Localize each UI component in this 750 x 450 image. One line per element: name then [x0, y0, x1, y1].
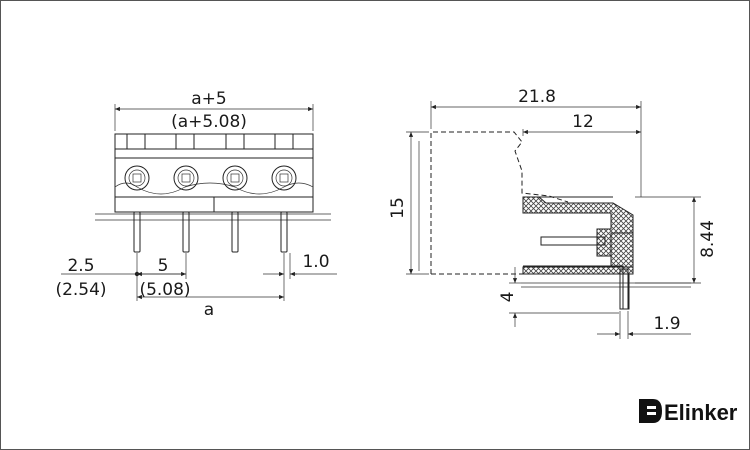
side-view: 21.8 12 15 8.44 4 1.9 — [388, 87, 718, 339]
connector-housing — [114, 133, 314, 213]
screw-2 — [173, 165, 199, 191]
dim-housing-length: 12 — [572, 112, 594, 132]
dim-pitch-alt: (5.08) — [139, 280, 190, 300]
dim-pin-thickness: 1.9 — [653, 314, 680, 334]
screw-4 — [271, 165, 297, 191]
elinker-logo-icon — [639, 399, 662, 423]
header-housing-section — [522, 196, 634, 275]
screw-3 — [222, 165, 248, 191]
side-pin — [523, 236, 630, 310]
dim-pin-below: 4 — [498, 292, 518, 303]
brand-logo: Elinker — [639, 399, 738, 425]
dim-span: a — [204, 300, 214, 320]
brand-name: Elinker — [664, 400, 738, 425]
dim-overall-width: a+5 — [191, 89, 226, 109]
dim-pin-height: 8.44 — [698, 220, 718, 258]
pins — [133, 211, 288, 253]
dim-height: 15 — [388, 197, 408, 219]
dim-edge-offset-alt: (2.54) — [55, 280, 106, 300]
dim-pin-width: 1.0 — [302, 252, 329, 272]
dim-pitch: 5 — [158, 256, 169, 276]
plug-outline — [430, 131, 569, 274]
front-view: a+5 (a+5.08) 2.5 (2.54) 5 (5.08) 1.0 a — [55, 89, 337, 320]
dim-total-length: 21.8 — [518, 87, 556, 107]
dim-edge-offset: 2.5 — [67, 256, 94, 276]
dim-overall-width-alt: (a+5.08) — [171, 112, 247, 132]
screw-1 — [124, 165, 150, 191]
